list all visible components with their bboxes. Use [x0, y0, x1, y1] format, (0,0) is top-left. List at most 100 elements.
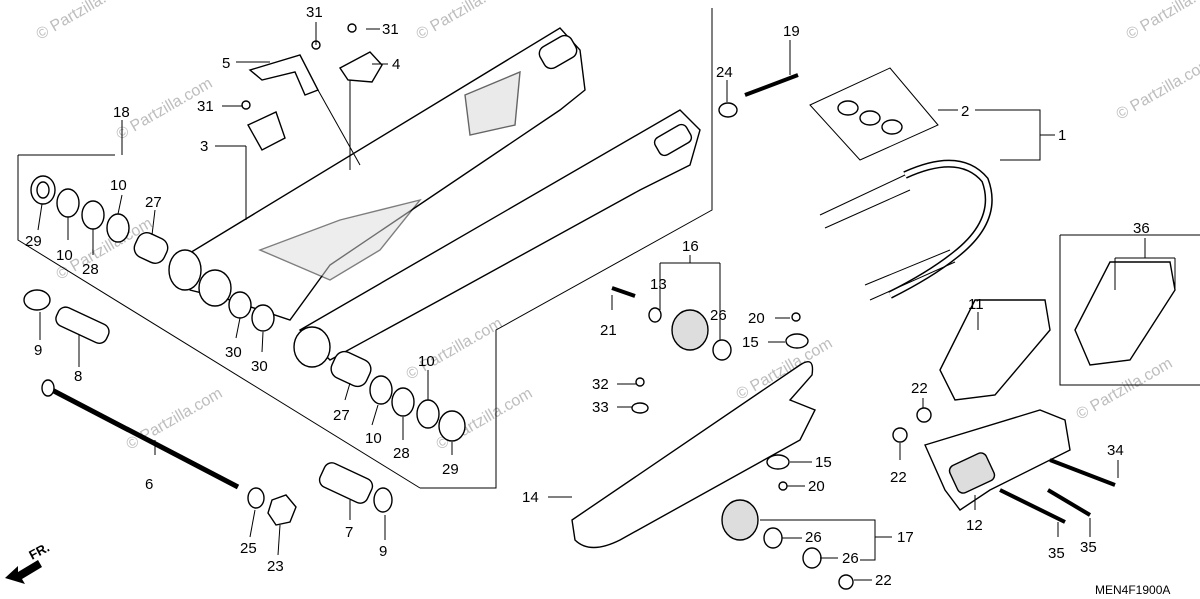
bolt-34: [1049, 458, 1116, 487]
pivot-bolt-6: [41, 379, 240, 490]
collar-13: [648, 307, 662, 323]
label-18: 18: [113, 104, 130, 121]
pivot-group-box: [17, 155, 421, 489]
dust-seal-29-inner: [36, 181, 50, 199]
label-9: 9: [34, 342, 42, 359]
label-5: 5: [222, 55, 230, 72]
front-direction-indicator: FR.: [5, 540, 52, 584]
label-35: 35: [1048, 545, 1065, 562]
diagram-code: MEN4F1900A: [1095, 583, 1170, 597]
label-11: 11: [968, 296, 984, 313]
label-26: 26: [842, 550, 859, 567]
swingarm-pivot-right: [293, 326, 331, 368]
label-31: 31: [197, 98, 214, 115]
swingarm-left-arm: [174, 27, 586, 321]
bearing-26: [802, 547, 822, 569]
front-arrow-icon: [5, 560, 42, 584]
label-6: 6: [145, 476, 153, 493]
washer-9: [23, 289, 51, 311]
label-22: 22: [875, 572, 892, 589]
axle-slot-left: [538, 34, 578, 70]
label-19: 19: [783, 23, 800, 40]
label-3: 3: [200, 138, 208, 155]
bolt-32: [635, 377, 645, 387]
drive-chain: [819, 159, 993, 301]
label-15: 15: [742, 334, 759, 351]
bolt-35: [999, 488, 1066, 524]
bolt-35: [1046, 488, 1092, 517]
chain-guide-plate-36: [1074, 261, 1176, 366]
label-10: 10: [56, 247, 73, 264]
bearing-26: [712, 339, 732, 361]
watermark: © Partzilla.com: [1114, 55, 1200, 124]
label-28: 28: [82, 261, 99, 278]
label-26: 26: [805, 529, 822, 546]
dust-seal-29: [438, 410, 466, 442]
rubber-15: [785, 333, 809, 349]
bolt-31: [241, 100, 251, 110]
label-9: 9: [379, 543, 387, 560]
label-34: 34: [1107, 442, 1124, 459]
chain-joint-2: [837, 100, 903, 135]
dust-seal-30: [228, 291, 252, 319]
label-4: 4: [392, 56, 400, 73]
adjuster-bolt-19: [744, 73, 799, 97]
pivot-parts-left: [23, 175, 169, 344]
label-29: 29: [25, 233, 42, 250]
washer-25: [247, 487, 265, 509]
label-20: 20: [748, 310, 765, 327]
washer-10: [106, 213, 130, 243]
label-8: 8: [74, 368, 82, 385]
nut-23: [267, 494, 297, 526]
needle-bearing-28: [81, 200, 105, 230]
label-27: 27: [145, 194, 162, 211]
washer-9: [373, 487, 393, 513]
label-7: 7: [345, 524, 353, 541]
footpeg-box: [1059, 235, 1200, 386]
swingarm-group-box: [420, 8, 713, 489]
needle-bearing-28: [391, 387, 415, 417]
watermark: © Partzilla.com: [414, 0, 516, 43]
rubber-15: [766, 454, 790, 470]
collar-7: [318, 462, 374, 504]
nut-22: [838, 574, 854, 590]
bolt-20: [791, 312, 801, 322]
watermark: © Partzilla.com: [1124, 0, 1200, 43]
label-33: 33: [592, 399, 609, 416]
bolt-20: [778, 481, 788, 491]
label-29: 29: [442, 461, 459, 478]
bearing-26: [763, 527, 783, 549]
swingarm-pivot-left: [168, 249, 202, 291]
swingarm-cross-member: [258, 198, 422, 281]
label-14: 14: [522, 489, 539, 506]
label-22: 22: [890, 469, 907, 486]
label-36: 36: [1133, 220, 1150, 237]
label-20: 20: [808, 478, 825, 495]
swingarm-pivot-boss: [198, 269, 232, 307]
label-25: 25: [240, 540, 257, 557]
chain-guide-bracket-5: [248, 54, 319, 96]
chain-slider-bracket-4: [338, 51, 383, 83]
chain-guide-plate-11: [939, 299, 1051, 401]
label-35: 35: [1080, 539, 1097, 556]
label-10: 10: [418, 353, 435, 370]
nut-22: [892, 427, 908, 443]
washer-33: [631, 402, 649, 414]
swingarm: [168, 27, 701, 368]
label-21: 21: [600, 322, 617, 339]
nut-22: [916, 407, 932, 423]
swingarm-right-arm: [298, 109, 701, 361]
bolt-21: [611, 286, 636, 298]
label-10: 10: [110, 177, 127, 194]
label-24: 24: [716, 64, 733, 81]
collar-27: [133, 232, 169, 264]
label-13: 13: [650, 276, 667, 293]
label-30: 30: [251, 358, 268, 375]
watermark: © Partzilla.com: [34, 0, 136, 43]
label-12: 12: [966, 517, 983, 534]
label-23: 23: [267, 558, 284, 575]
axle-slot-right: [653, 123, 693, 157]
watermark: © Partzilla.com: [124, 385, 226, 454]
chain-joint-box: [809, 67, 939, 161]
